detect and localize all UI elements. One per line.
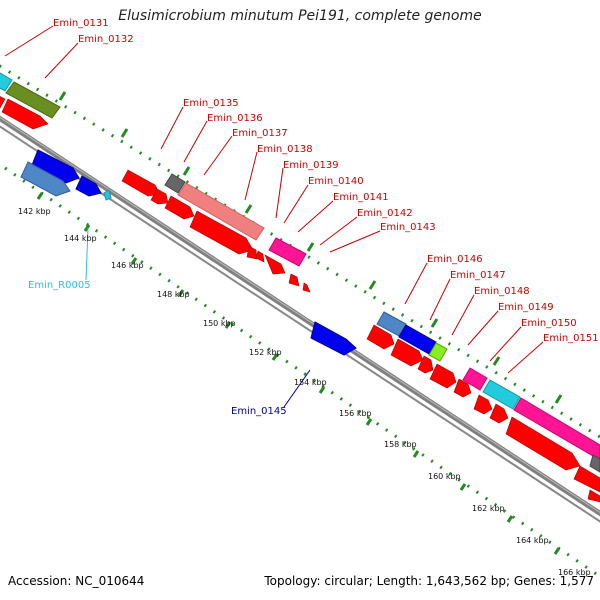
gene-label: Emin_0143 — [380, 222, 436, 233]
gene-feature — [482, 379, 521, 410]
gene-feature — [429, 363, 457, 389]
gene-feature — [398, 324, 437, 355]
gene-feature — [1, 98, 49, 130]
gene-feature — [164, 173, 186, 194]
gene-feature — [264, 254, 286, 275]
gene-feature — [417, 355, 434, 374]
tick-label: 148 kbp — [157, 290, 190, 299]
gene-feature — [428, 342, 448, 362]
gene-label: Emin_0150 — [521, 318, 577, 329]
tick-label: 166 kbp — [558, 568, 591, 577]
gene-label: Emin_0151 — [543, 333, 599, 344]
callout-lines — [4, 25, 544, 408]
gene-feature — [31, 149, 80, 184]
gene-label: Emin_0142 — [357, 208, 413, 219]
backbone-outer-highlight — [0, 116, 600, 514]
gene-feature — [177, 182, 265, 241]
tick-label: 156 kbp — [339, 409, 372, 418]
gene-label: Emin_R0005 — [28, 280, 91, 291]
tick-label: 162 kbp — [472, 504, 505, 513]
forward-strand-genes — [0, 72, 600, 473]
red-genes-forward — [0, 96, 600, 503]
gene-feature — [121, 169, 161, 197]
gene-label: Emin_0136 — [207, 113, 263, 124]
gene-feature — [589, 454, 600, 473]
tick-label: 152 kbp — [249, 348, 282, 357]
gene-feature — [288, 273, 300, 287]
tick-label: 146 kbp — [111, 261, 144, 270]
gene-feature — [473, 394, 493, 415]
gene-feature — [103, 189, 112, 201]
tick-label: 142 kbp — [18, 207, 51, 216]
gene-label: Emin_0148 — [474, 286, 530, 297]
gene-label: Emin_0145 — [231, 406, 287, 417]
inner-major-ticks — [36, 192, 561, 555]
gene-feature — [0, 72, 13, 92]
outer-major-ticks — [58, 91, 563, 404]
gene-feature — [376, 311, 407, 337]
gene-labels: Emin_0131 Emin_0132 Emin_0135 Emin_0136 … — [28, 18, 599, 417]
gene-feature — [150, 188, 169, 205]
gene-feature — [462, 367, 488, 391]
tick-label: 150 kbp — [203, 319, 236, 328]
gene-label: Emin_0131 — [53, 18, 109, 29]
inner-tick-ring — [4, 166, 600, 579]
gene-feature — [390, 338, 424, 367]
gene-label: Emin_0137 — [232, 128, 288, 139]
gene-label: Emin_0146 — [427, 254, 483, 265]
gene-label: Emin_0141 — [333, 192, 389, 203]
gene-feature — [573, 465, 600, 493]
gene-feature — [587, 489, 600, 503]
gene-feature — [255, 250, 265, 263]
gene-feature — [5, 81, 61, 119]
gene-feature — [366, 324, 395, 350]
gene-label: Emin_0147 — [450, 270, 506, 281]
gene-label: Emin_0135 — [183, 98, 239, 109]
kbp-tick-labels: 142 kbp 144 kbp 146 kbp 148 kbp 150 kbp … — [18, 207, 591, 577]
gene-feature — [75, 175, 102, 197]
gene-feature — [505, 416, 581, 471]
gene-feature — [513, 397, 600, 461]
tick-label: 160 kbp — [428, 472, 461, 481]
tick-label: 164 kbp — [516, 536, 549, 545]
gene-feature — [246, 245, 258, 260]
tick-label: 144 kbp — [64, 234, 97, 243]
gene-feature — [164, 195, 195, 220]
gene-feature — [453, 378, 472, 398]
gene-feature — [268, 237, 307, 267]
backbone-outer — [0, 115, 600, 517]
map-title: Elusimicrobium minutum Pei191, complete … — [118, 8, 482, 24]
gene-feature — [489, 403, 509, 424]
gene-label: Emin_0140 — [308, 176, 364, 187]
genome-summary-text: Topology: circular; Length: 1,643,562 bp… — [264, 574, 594, 588]
gene-feature — [302, 282, 311, 293]
gene-feature — [20, 161, 71, 197]
tick-label: 158 kbp — [384, 440, 417, 449]
accession-text: Accession: NC_010644 — [8, 574, 145, 588]
reverse-strand-genes — [20, 149, 357, 356]
gene-feature — [0, 96, 6, 109]
gene-label: Emin_0138 — [257, 144, 313, 155]
gene-feature — [310, 321, 357, 356]
gene-label: Emin_0139 — [283, 160, 339, 171]
gene-label: Emin_0149 — [498, 302, 554, 313]
tick-label: 154 kbp — [294, 378, 327, 387]
gene-label: Emin_0132 — [78, 34, 134, 45]
gene-feature — [189, 210, 254, 255]
